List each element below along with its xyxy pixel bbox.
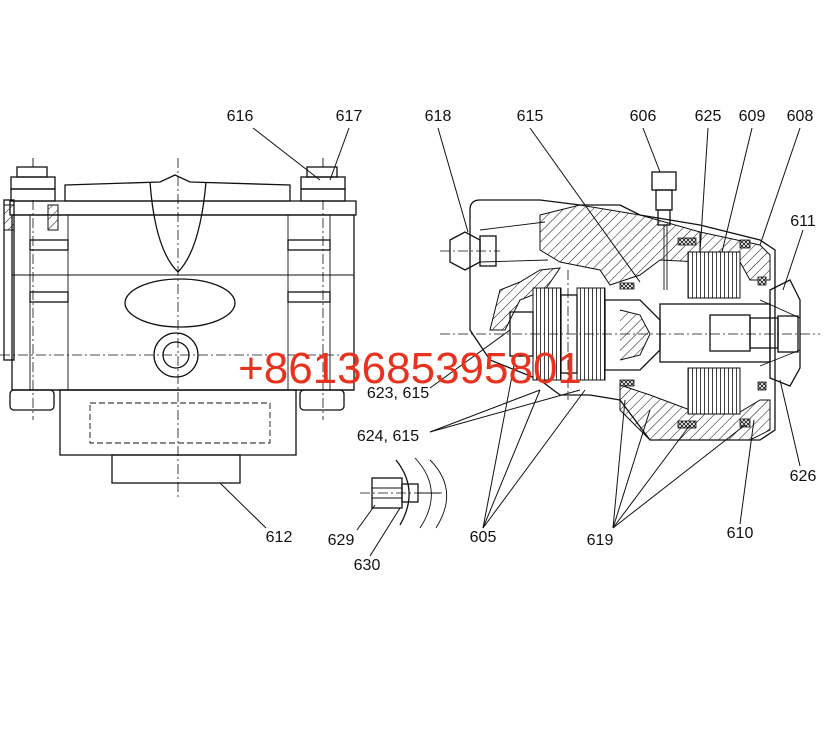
label-630: 630	[354, 557, 381, 574]
label-608: 608	[787, 108, 814, 125]
label-605: 605	[470, 529, 497, 546]
label-625: 625	[695, 108, 722, 125]
label-616: 616	[227, 108, 254, 125]
label-611: 611	[790, 213, 816, 230]
label-606: 606	[630, 108, 657, 125]
watermark-phone-number: +8613685395801	[238, 344, 582, 393]
label-624-615: 624, 615	[357, 428, 419, 445]
part-labels: 616 617 618 615 606 625 609 608 611 623,…	[227, 108, 817, 574]
left-front-view	[0, 158, 360, 500]
label-610: 610	[727, 525, 754, 542]
label-617: 617	[336, 108, 363, 125]
label-618: 618	[425, 108, 452, 125]
label-612: 612	[266, 529, 293, 546]
label-615: 615	[517, 108, 544, 125]
label-619: 619	[587, 532, 614, 549]
label-609: 609	[739, 108, 766, 125]
label-626: 626	[790, 468, 817, 485]
label-623-615: 623, 615	[367, 385, 429, 402]
right-section-view	[440, 171, 820, 441]
detail-629-630	[360, 457, 448, 529]
leader-lines	[219, 127, 804, 557]
label-629: 629	[328, 532, 355, 549]
